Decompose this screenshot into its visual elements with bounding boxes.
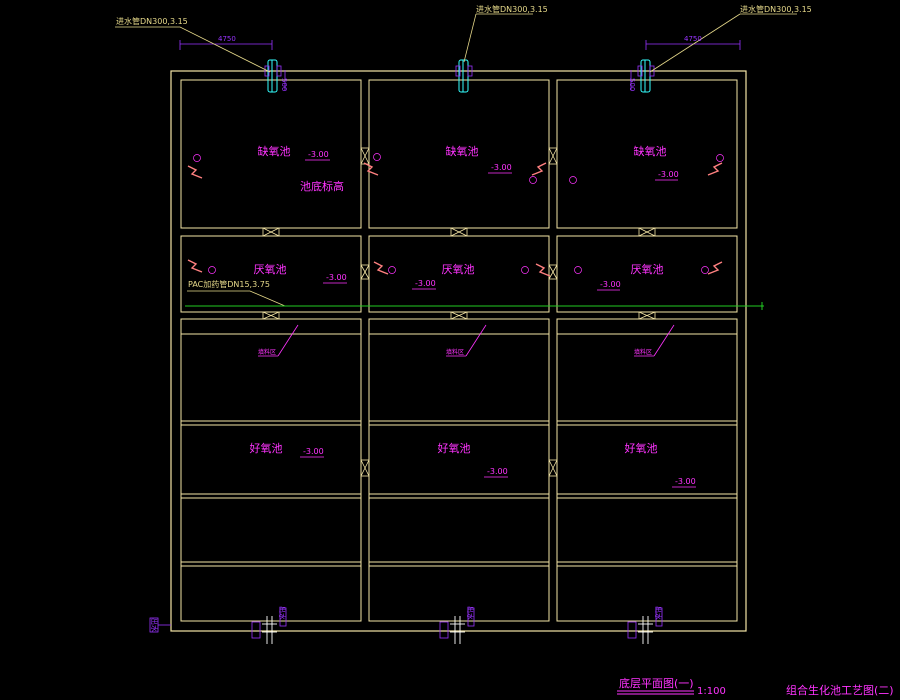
inlet-left-label: 进水管DN300,3.15 [116,16,188,26]
dim-left: 4750 [218,35,236,43]
level-r1-3: -3.00 [658,170,679,179]
dimension-lines [179,40,741,90]
filler-leaders [258,324,675,357]
level-underlines [300,159,696,488]
pool-anoxic-2: 厌氧池 [442,262,475,276]
diffusers [187,162,723,277]
pool-anaerobic-2: 缺氧池 [446,144,479,158]
inlet-right-label: 进水管DN300,3.15 [740,4,812,14]
left-outlet-label: 出水 [150,618,159,632]
level-r2-1: -3.00 [326,273,347,282]
bottom-level-note: 池底标高 [300,179,344,193]
pool-anaerobic-3: 缺氧池 [634,144,667,158]
pool-aerobic-1: 好氧池 [250,441,283,455]
outlet-label-1: 出水 [278,606,287,620]
outlet-label-2: 出水 [466,606,475,620]
pool-anoxic-3: 厌氧池 [631,262,664,276]
wall-openings [262,147,656,477]
outlet-pipes [262,616,653,644]
pac-pipe-label: PAC加药管DN15,3.75 [188,279,270,289]
filler-label-3: 填料区 [634,348,652,356]
drawing-title: 底层平面图(一) [619,676,694,690]
level-r1-2: -3.00 [491,163,512,172]
level-r3-2: -3.00 [487,467,508,476]
dim-pipe-b: 500 [628,78,636,91]
inlet-mid-label: 进水管DN300,3.15 [476,4,548,14]
leader-lines [115,13,797,307]
level-r3-1: -3.00 [303,447,324,456]
dim-right: 4750 [684,35,702,43]
title-underlines [617,690,694,695]
dim-pipe-a: 500 [280,78,288,91]
pool-aerobic-2: 好氧池 [438,441,471,455]
level-r2-3: -3.00 [600,280,621,289]
outlet-label-3: 出水 [654,606,663,620]
level-r2-2: -3.00 [415,279,436,288]
main-title: 组合生化池工艺图(二) [786,683,894,697]
level-r3-3: -3.00 [675,477,696,486]
pool-anaerobic-1: 缺氧池 [258,144,291,158]
filler-label-1: 填料区 [258,348,276,356]
level-r1-1: -3.00 [308,150,329,159]
pool-anoxic-1: 厌氧池 [254,262,287,276]
circle-markers [193,153,724,274]
pool-aerobic-3: 好氧池 [625,441,658,455]
outlet-fittings [149,607,663,639]
drawing-scale: 1:100 [697,686,726,697]
filler-label-2: 填料区 [446,348,464,356]
inlet-fittings [264,65,655,77]
